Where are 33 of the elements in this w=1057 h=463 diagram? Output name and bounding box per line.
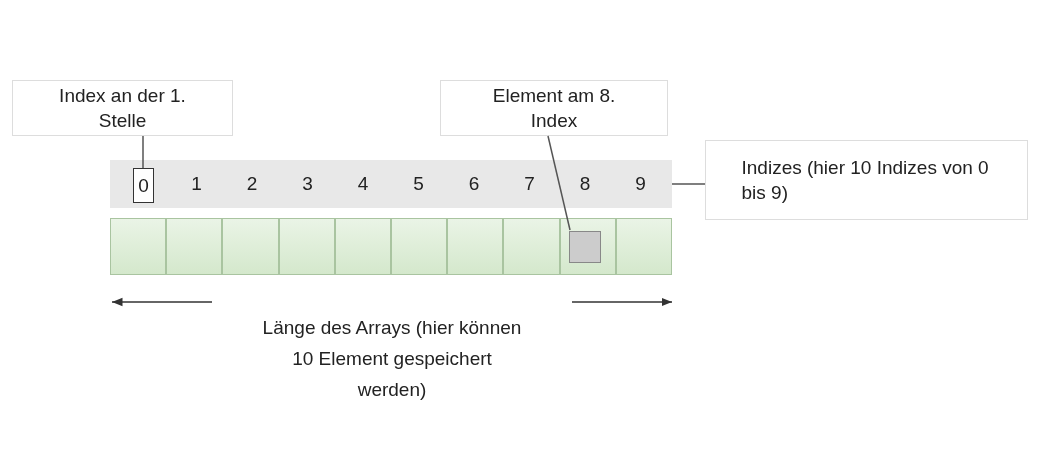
array-cell: [110, 218, 167, 275]
callout-box: [705, 140, 1028, 220]
callout-box: [12, 80, 233, 136]
element-square: [569, 231, 601, 263]
leader-line: [547, 135, 571, 231]
index-number: 2: [245, 172, 259, 196]
array-cell: [559, 218, 616, 275]
callout-text: Element am 8. Index: [491, 84, 617, 133]
index-number: 0: [138, 174, 149, 198]
callout-box: [440, 80, 668, 136]
array-cell: [166, 218, 223, 275]
note-text: Länge des Arrays (hier können 10 Element gespeichert werden): [262, 316, 522, 402]
index-box: [133, 168, 154, 203]
array-cell: [391, 218, 448, 275]
index-number: 7: [523, 172, 536, 196]
index-number: 9: [634, 172, 647, 196]
leader-line: [142, 135, 144, 169]
index-number: 3: [301, 172, 314, 196]
callout-text: Index an der 1. Stelle: [58, 84, 187, 133]
index-number: 5: [412, 172, 425, 196]
array-cell: [615, 218, 672, 275]
index-number: 4: [356, 172, 370, 196]
array-cell: [278, 218, 335, 275]
index-number: 1: [190, 172, 203, 196]
array-cell: [334, 218, 391, 275]
index-number: 8: [578, 172, 592, 196]
callout-text: Indizes (hier 10 Indizes von 0 bis 9): [741, 156, 990, 205]
index-number: 6: [467, 172, 481, 196]
array-cell: [222, 218, 279, 275]
index-band: [110, 160, 672, 208]
leader-line: [671, 183, 706, 185]
array-cell: [503, 218, 560, 275]
array-cell: [447, 218, 504, 275]
